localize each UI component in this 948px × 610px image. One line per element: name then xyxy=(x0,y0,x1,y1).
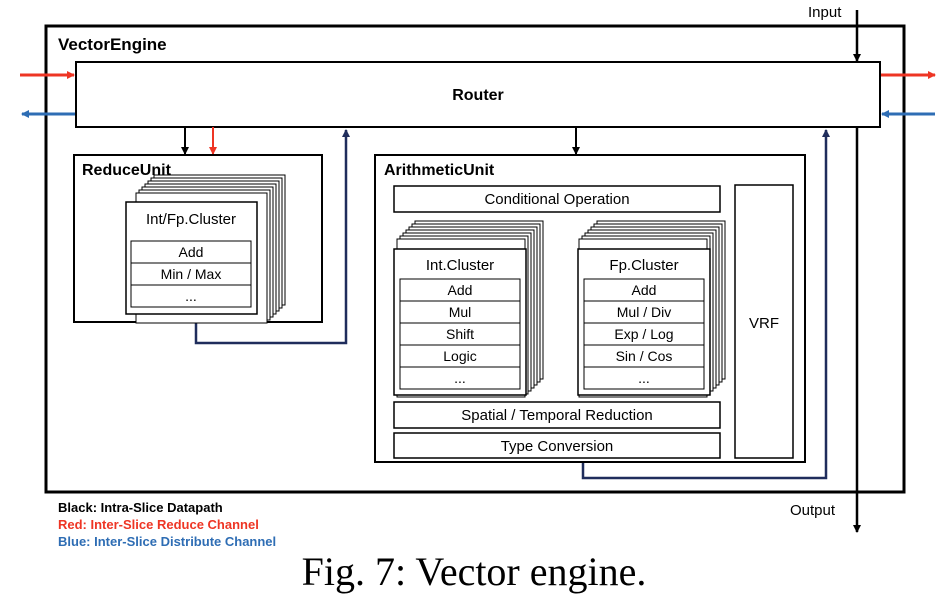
arith-return-path xyxy=(581,129,830,480)
int-row-logic: Logic xyxy=(443,348,476,364)
fp-row-explog: Exp / Log xyxy=(614,326,673,342)
int-row-mul: Mul xyxy=(449,304,472,320)
reduce-cluster-title: Int/Fp.Cluster xyxy=(146,211,236,228)
type-conversion-label: Type Conversion xyxy=(501,438,614,455)
vrf-box xyxy=(734,184,794,459)
int-row-add: Add xyxy=(448,282,473,298)
legend: Black: Intra-Slice Datapath Red: Inter-S… xyxy=(58,499,276,550)
int-row-more: ... xyxy=(454,370,466,386)
fp-cluster-title: Fp.Cluster xyxy=(609,257,678,274)
reduce-unit-label: ReduceUnit xyxy=(82,162,172,179)
vrf-label: VRF xyxy=(749,315,779,332)
router-box xyxy=(75,61,881,128)
reduce-row-more: ... xyxy=(185,288,197,304)
input-label: Input xyxy=(808,4,842,21)
vector-engine-label: VectorEngine xyxy=(58,35,167,54)
output-label: Output xyxy=(790,502,836,519)
reduce-row-add: Add xyxy=(179,244,204,260)
conditional-operation-label: Conditional Operation xyxy=(484,191,629,208)
reduce-return-path xyxy=(194,129,350,345)
reduce-cluster-rows: Add Min / Max ... xyxy=(130,240,252,308)
type-conversion-box xyxy=(393,432,721,459)
fp-cluster-rows: Add Mul / Div Exp / Log Sin / Cos ... xyxy=(583,278,705,390)
legend-red: Red: Inter-Slice Reduce Channel xyxy=(58,517,259,532)
int-cluster-title: Int.Cluster xyxy=(426,257,494,274)
spatial-temporal-reduction-label: Spatial / Temporal Reduction xyxy=(461,407,653,424)
fp-row-sincos: Sin / Cos xyxy=(616,348,673,364)
legend-black: Black: Intra-Slice Datapath xyxy=(58,500,223,515)
fp-row-muldiv: Mul / Div xyxy=(617,304,671,320)
arithmetic-unit-label: ArithmeticUnit xyxy=(384,162,495,179)
int-row-shift: Shift xyxy=(446,326,474,342)
conditional-operation-box xyxy=(393,185,721,213)
fp-row-more: ... xyxy=(638,370,650,386)
fp-row-add: Add xyxy=(632,282,657,298)
reduce-row-minmax: Min / Max xyxy=(161,266,222,282)
spatial-temporal-reduction-box xyxy=(393,401,721,429)
figure-caption: Fig. 7: Vector engine. xyxy=(301,549,647,594)
vector-engine-diagram: VectorEngine Input Output Router ReduceU… xyxy=(20,4,936,533)
router-label: Router xyxy=(452,87,504,104)
int-cluster-rows: Add Mul Shift Logic ... xyxy=(399,278,521,390)
legend-blue: Blue: Inter-Slice Distribute Channel xyxy=(58,534,277,549)
